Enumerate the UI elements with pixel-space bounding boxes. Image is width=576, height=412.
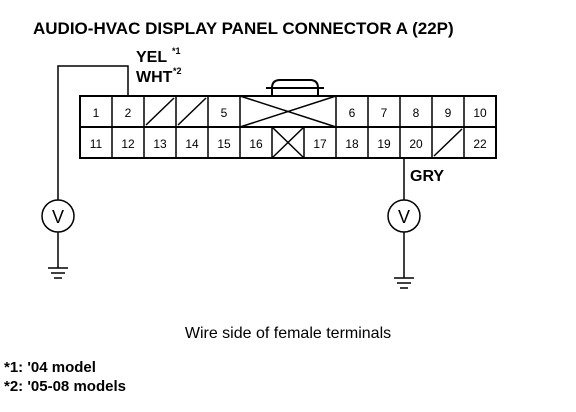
unused-cavity-21 [433, 128, 463, 157]
voltmeter-left: V [41, 199, 75, 268]
footnote: *1: '04 model [4, 359, 96, 376]
voltmeter-symbol: V [398, 207, 410, 227]
connector-body [79, 95, 497, 159]
diagram-title: AUDIO-HVAC DISPLAY PANEL CONNECTOR A (22… [33, 19, 454, 38]
pin-number: 12 [121, 137, 135, 151]
unused-cavity-4 [177, 97, 207, 126]
pin-number: 6 [349, 106, 356, 120]
voltmeter-symbol: V [52, 207, 64, 227]
wire-label-yel: YEL [136, 49, 167, 66]
unused-cavity-3 [145, 97, 175, 126]
pin-number: 1 [93, 106, 100, 120]
pin-number: 10 [473, 106, 487, 120]
pin-number: 8 [413, 106, 420, 120]
voltmeter-right: V [387, 199, 421, 278]
pin-number: 2 [125, 106, 132, 120]
wire-label-yel-mark: *1 [172, 46, 181, 56]
wire-label-gry: GRY [410, 168, 444, 185]
pin-number: 18 [345, 137, 359, 151]
pin-number: 15 [217, 137, 231, 151]
probe-wire-pin-2 [57, 65, 129, 200]
ground-symbol-left [48, 267, 68, 279]
diagram-caption: Wire side of female terminals [185, 325, 391, 342]
pin-number: 7 [381, 106, 388, 120]
unused-cavity-x-top-b [239, 95, 337, 128]
pin-number: 19 [377, 137, 391, 151]
pin-number: 9 [445, 106, 452, 120]
footnote: *2: '05-08 models [4, 378, 126, 395]
bottom-row-dividers [111, 127, 465, 158]
pin-number: 17 [313, 137, 327, 151]
pin-number: 5 [221, 106, 228, 120]
top-row-pin-numbers: 1 2 5 6 7 8 9 10 [93, 106, 487, 120]
unused-cavity-marks [145, 95, 463, 159]
top-row-dividers [111, 96, 465, 127]
pin-number: 11 [90, 137, 103, 151]
pin-number: 14 [185, 137, 199, 151]
pin-number: 22 [473, 137, 487, 151]
pin-number: 16 [249, 137, 263, 151]
pin-number: 20 [409, 137, 423, 151]
bottom-row-pin-numbers: 11 12 13 14 15 16 17 18 19 20 22 [90, 137, 487, 151]
pin-number: 13 [153, 137, 167, 151]
connector-latch [266, 79, 324, 96]
ground-symbol-right [394, 277, 414, 289]
wire-label-wht: WHT [136, 69, 173, 86]
wire-label-wht-mark: *2 [173, 66, 182, 76]
unused-cavity-x-bottom-b [271, 126, 305, 159]
